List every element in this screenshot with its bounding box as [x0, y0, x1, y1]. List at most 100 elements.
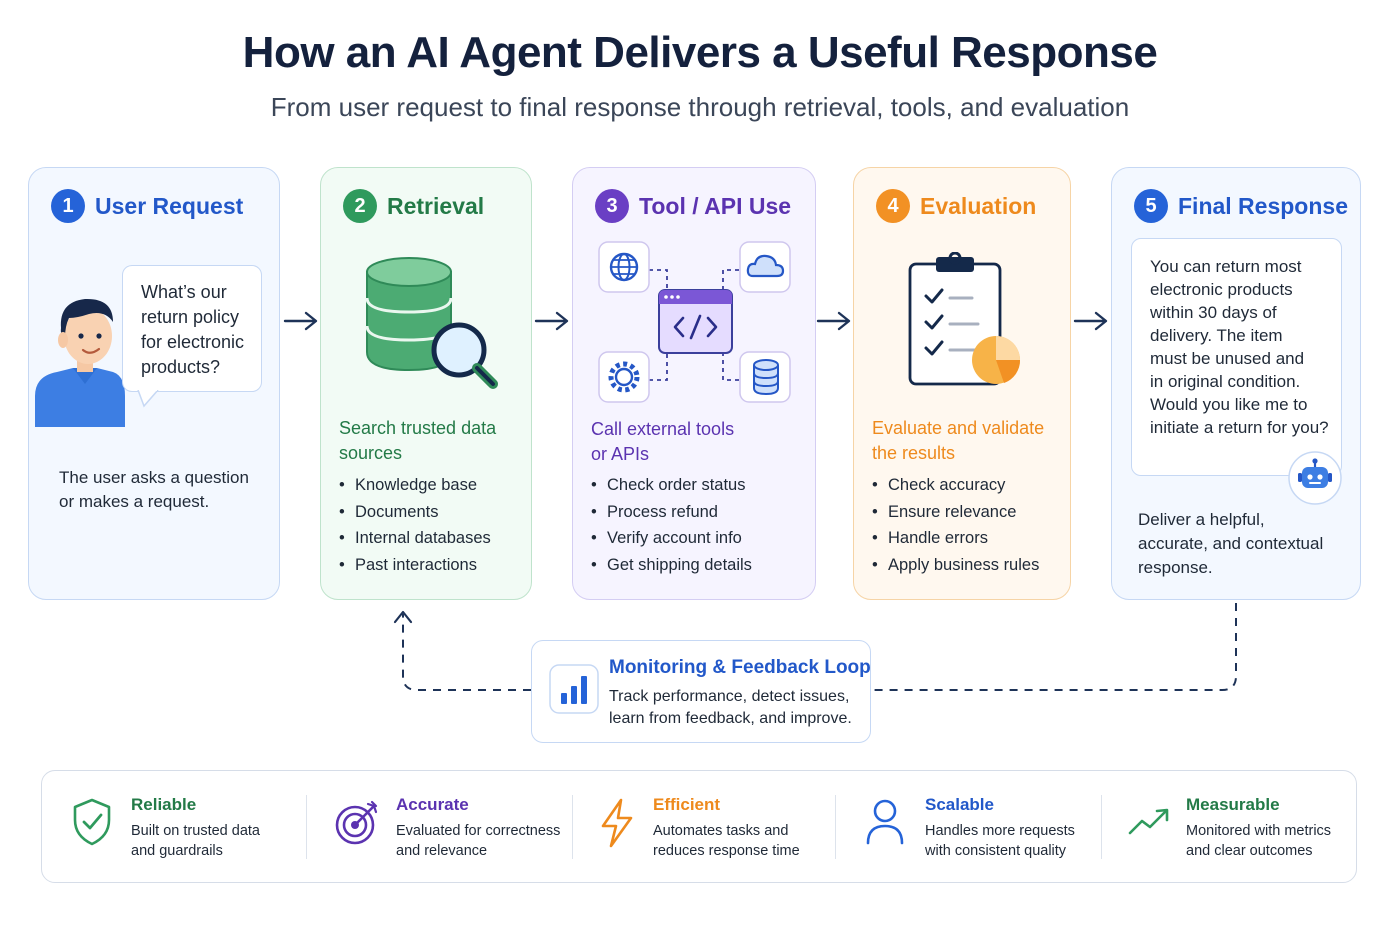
step-header: 2 Retrieval [343, 189, 484, 223]
list-item: Documents [339, 499, 491, 526]
step-tool-api-card: 3 Tool / API Use Call external tools or … [572, 167, 816, 600]
target-icon [335, 800, 378, 845]
step-final-response-card: 5 Final Response You can return most ele… [1111, 167, 1361, 600]
monitoring-feedback-box: Monitoring & Feedback Loop Track perform… [531, 640, 871, 743]
api-integration-icon [598, 241, 791, 403]
subtitle-line: Search trusted data [339, 418, 497, 438]
step-user-request-card: 1 User Request What’s our return policy … [28, 167, 280, 600]
description-line: with consistent quality [925, 843, 1067, 859]
description-line: Evaluated for correctness [396, 823, 561, 839]
arrow-right-icon [816, 311, 851, 331]
list-item: Ensure relevance [872, 499, 1039, 526]
description-line: Built on trusted data [131, 823, 260, 839]
description-line: Track performance, detect issues, [609, 688, 850, 705]
response-line: delivery. The item [1150, 326, 1283, 345]
bar-chart-icon [549, 664, 599, 714]
list-item: Apply business rules [872, 552, 1039, 579]
description-line: accurate, and contextual [1138, 534, 1324, 553]
step-number-badge: 2 [343, 189, 377, 223]
feature-divider [572, 795, 573, 859]
feature-accurate: Accurate Evaluated for correctness and r… [306, 771, 572, 884]
bubble-line: return policy [141, 307, 240, 327]
step-header: 4 Evaluation [876, 189, 1036, 223]
response-line: must be unused and [1150, 349, 1305, 368]
trend-up-icon [1128, 808, 1169, 835]
page-subtitle: From user request to final response thro… [270, 92, 1130, 122]
subtitle-line: the results [872, 443, 956, 463]
response-line: electronic products [1150, 280, 1293, 299]
list-item: Past interactions [339, 552, 491, 579]
step-title: User Request [95, 192, 244, 219]
clipboard-checklist-icon [908, 252, 1021, 386]
feature-divider [835, 795, 836, 859]
description-line: or makes a request. [59, 492, 210, 511]
bubble-line: for electronic [141, 332, 245, 352]
step-items-list: Check accuracy Ensure relevance Handle e… [872, 472, 1039, 578]
feature-title: Efficient [653, 795, 721, 814]
feature-divider [306, 795, 307, 859]
monitoring-description: Track performance, detect issues, learn … [609, 686, 852, 730]
step-number-badge: 3 [595, 189, 629, 223]
subtitle-line: sources [339, 443, 403, 463]
response-line: initiate a return for you? [1150, 418, 1329, 437]
description-line: response. [1138, 558, 1213, 577]
database-search-icon [365, 257, 498, 389]
step-subtitle: Call external tools or APIs [591, 417, 734, 467]
description-line: Deliver a helpful, [1138, 510, 1265, 529]
description-line: reduces response time [653, 843, 800, 859]
feature-scalable: Scalable Handles more requests with cons… [835, 771, 1101, 884]
step-description: The user asks a question or makes a requ… [59, 466, 249, 514]
features-strip: Reliable Built on trusted data and guard… [41, 770, 1357, 883]
step-title: Final Response [1178, 192, 1348, 219]
arrow-right-icon [1073, 311, 1108, 331]
list-item: Handle errors [872, 525, 1039, 552]
step-title: Tool / API Use [639, 192, 792, 219]
step-subtitle: Evaluate and validate the results [872, 416, 1044, 466]
feature-title: Measurable [1186, 795, 1280, 814]
step-header: 1 User Request [51, 189, 243, 223]
description-line: and clear outcomes [1186, 843, 1313, 859]
agent-response-bubble: You can return most electronic products … [1131, 238, 1342, 476]
bubble-tail-icon [137, 390, 159, 408]
step-items-list: Knowledge base Documents Internal databa… [339, 472, 491, 578]
feature-title: Reliable [131, 795, 197, 814]
description-line: learn from feedback, and improve. [609, 710, 852, 727]
feature-divider [1101, 795, 1102, 859]
description-line: Automates tasks and [653, 823, 789, 839]
step-title: Retrieval [387, 192, 485, 219]
step-retrieval-card: 2 Retrieval Search trusted data sources … [320, 167, 532, 600]
feature-measurable: Measurable Monitored with metrics and cl… [1101, 771, 1356, 884]
feature-efficient: Efficient Automates tasks and reduces re… [572, 771, 835, 884]
list-item: Internal databases [339, 525, 491, 552]
feature-title: Scalable [925, 795, 994, 814]
page-title: How an AI Agent Delivers a Useful Respon… [242, 28, 1158, 77]
response-line: You can return most [1150, 257, 1302, 276]
step-title: Evaluation [920, 192, 1037, 219]
description-line: and relevance [396, 843, 488, 859]
step-subtitle: Search trusted data sources [339, 416, 496, 466]
step-header: 3 Tool / API Use [595, 189, 791, 223]
feature-description: Automates tasks and reduces response tim… [653, 821, 800, 861]
response-line: in original condition. [1150, 372, 1301, 391]
user-question-bubble: What’s our return policy for electronic … [122, 265, 262, 392]
user-avatar-icon [35, 298, 125, 427]
subtitle-line: Call external tools [591, 419, 735, 439]
list-item: Knowledge base [339, 472, 491, 499]
step-header: 5 Final Response [1134, 189, 1348, 223]
response-line: within 30 days of [1150, 303, 1277, 322]
feature-description: Built on trusted data and guardrails [131, 821, 260, 861]
bubble-line: products? [141, 357, 221, 377]
list-item: Check accuracy [872, 472, 1039, 499]
lightning-icon [601, 798, 633, 848]
arrow-right-icon [534, 311, 569, 331]
step-description: Deliver a helpful, accurate, and context… [1138, 508, 1323, 580]
robot-icon [1288, 451, 1342, 505]
feature-title: Accurate [396, 795, 469, 814]
feature-description: Handles more requests with consistent qu… [925, 821, 1075, 861]
monitoring-title: Monitoring & Feedback Loop [609, 657, 871, 678]
response-line: Would you like me to [1150, 395, 1308, 414]
list-item: Process refund [591, 499, 752, 526]
feature-description: Monitored with metrics and clear outcome… [1186, 821, 1331, 861]
description-line: The user asks a question [59, 468, 249, 487]
step-number-badge: 4 [876, 189, 910, 223]
